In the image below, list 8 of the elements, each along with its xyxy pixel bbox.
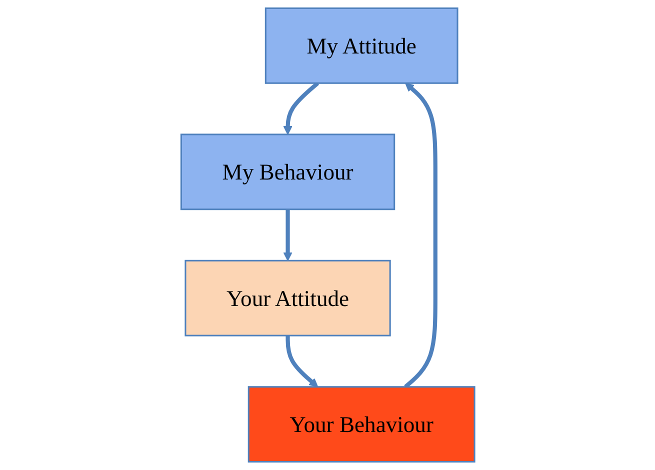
node-box: My Behaviour — [180, 134, 395, 210]
node-box: Your Attitude — [184, 260, 390, 336]
arrow — [404, 82, 438, 388]
arrow — [282, 82, 319, 135]
arrow — [282, 209, 292, 262]
node-box: Your Behaviour — [247, 386, 475, 463]
node-box: My Attitude — [264, 7, 458, 84]
arrow — [285, 336, 318, 388]
